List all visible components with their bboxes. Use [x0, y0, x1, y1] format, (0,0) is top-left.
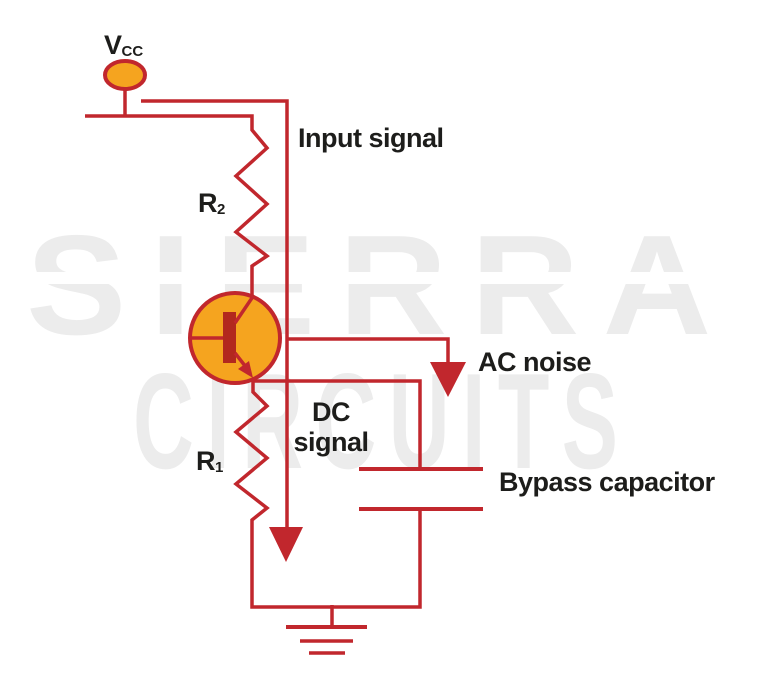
r2-resistor — [85, 114, 270, 295]
vcc-terminal — [103, 59, 147, 117]
r2-label: R2 — [198, 188, 226, 218]
ac-noise-arrow-icon — [288, 337, 466, 397]
emitter-to-capacitor-wire — [253, 379, 422, 467]
vcc-label: VCC — [104, 30, 144, 60]
watermark-slit — [20, 272, 726, 284]
dc-signal-label: DC signal — [293, 397, 369, 458]
r1-label: R1 — [196, 446, 224, 476]
bypass-capacitor-symbol — [359, 467, 483, 511]
ground-icon — [286, 605, 367, 655]
watermark-sierra: SIERRA — [26, 206, 735, 365]
input-signal-label: Input signal — [298, 123, 444, 153]
input-signal-wire — [141, 99, 289, 532]
transistor — [188, 291, 282, 385]
bypass-capacitor-label: Bypass capacitor — [499, 467, 715, 497]
dc-signal-arrow-icon — [269, 527, 303, 562]
ac-noise-label: AC noise — [478, 347, 592, 377]
r1-resistor — [233, 381, 422, 609]
emitter-arrow-icon — [238, 361, 253, 378]
